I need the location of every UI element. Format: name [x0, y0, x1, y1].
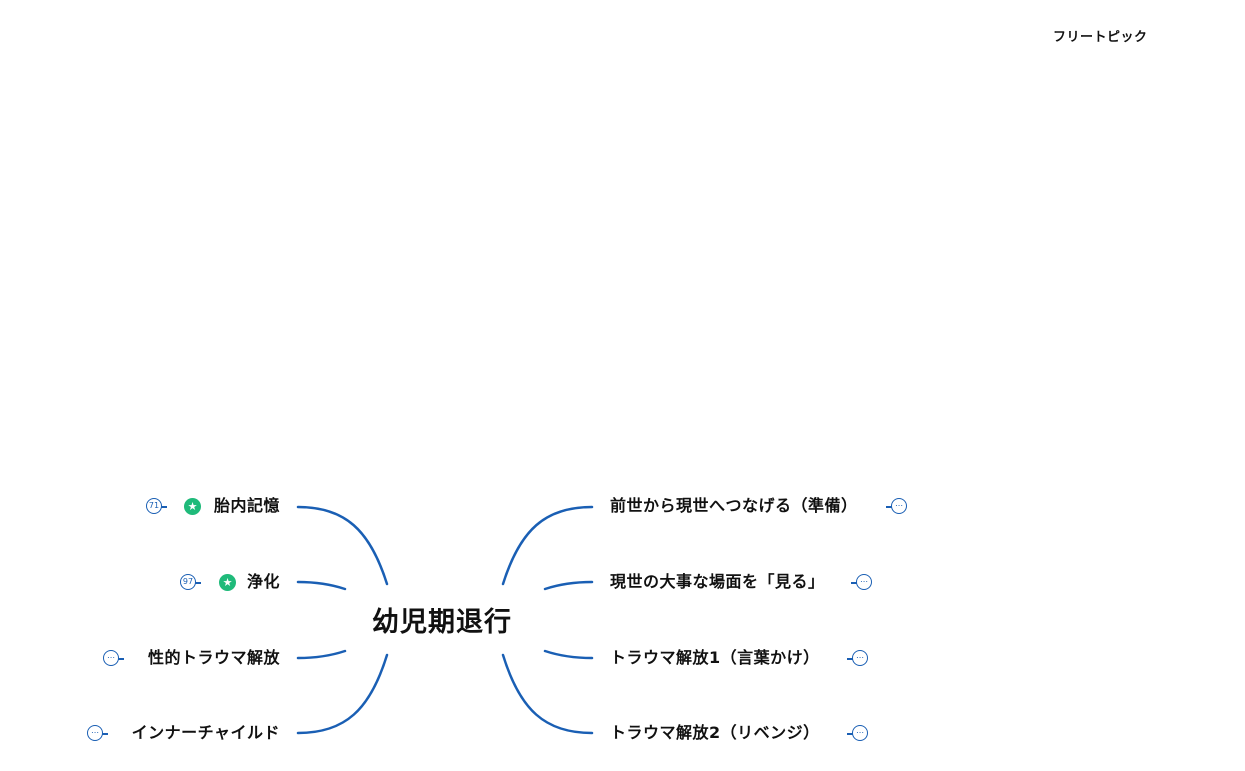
collapsed-indicator-icon[interactable]: ⋯	[852, 725, 868, 741]
collapsed-indicator-icon[interactable]: ⋯	[852, 650, 868, 666]
star-icon: ★	[219, 574, 236, 591]
badge-connector	[161, 506, 167, 508]
topic-label: トラウマ解放1（言葉かけ）	[610, 648, 820, 667]
topic-label: トラウマ解放2（リベンジ）	[610, 723, 820, 742]
topic-label: 浄化	[246, 572, 280, 591]
badge-connector	[851, 582, 857, 584]
badge-connector	[847, 733, 853, 735]
topic-label: 前世から現世へつなげる（準備）	[610, 496, 858, 515]
topic-label: 性的トラウマ解放	[147, 648, 280, 667]
badge-connector	[102, 733, 108, 735]
collapsed-indicator-icon[interactable]: ⋯	[103, 650, 119, 666]
topic-label: 現世の大事な場面を「見る」	[610, 572, 825, 591]
collapsed-count-badge[interactable]: 97	[180, 574, 196, 590]
central-topic[interactable]: 幼児期退行	[372, 607, 512, 638]
badge-connector	[886, 506, 892, 508]
badge-connector	[195, 582, 201, 584]
floating-topic[interactable]: フリートピック	[1053, 30, 1148, 45]
topic-label: 胎内記憶	[213, 496, 280, 515]
topic-label: インナーチャイルド	[131, 723, 280, 742]
badge-connector	[847, 658, 853, 660]
collapsed-indicator-icon[interactable]: ⋯	[891, 498, 907, 514]
collapsed-indicator-icon[interactable]: ⋯	[87, 725, 103, 741]
badge-connector	[118, 658, 124, 660]
collapsed-indicator-icon[interactable]: ⋯	[856, 574, 872, 590]
collapsed-count-badge[interactable]: 71	[146, 498, 162, 514]
star-icon: ★	[184, 498, 201, 515]
